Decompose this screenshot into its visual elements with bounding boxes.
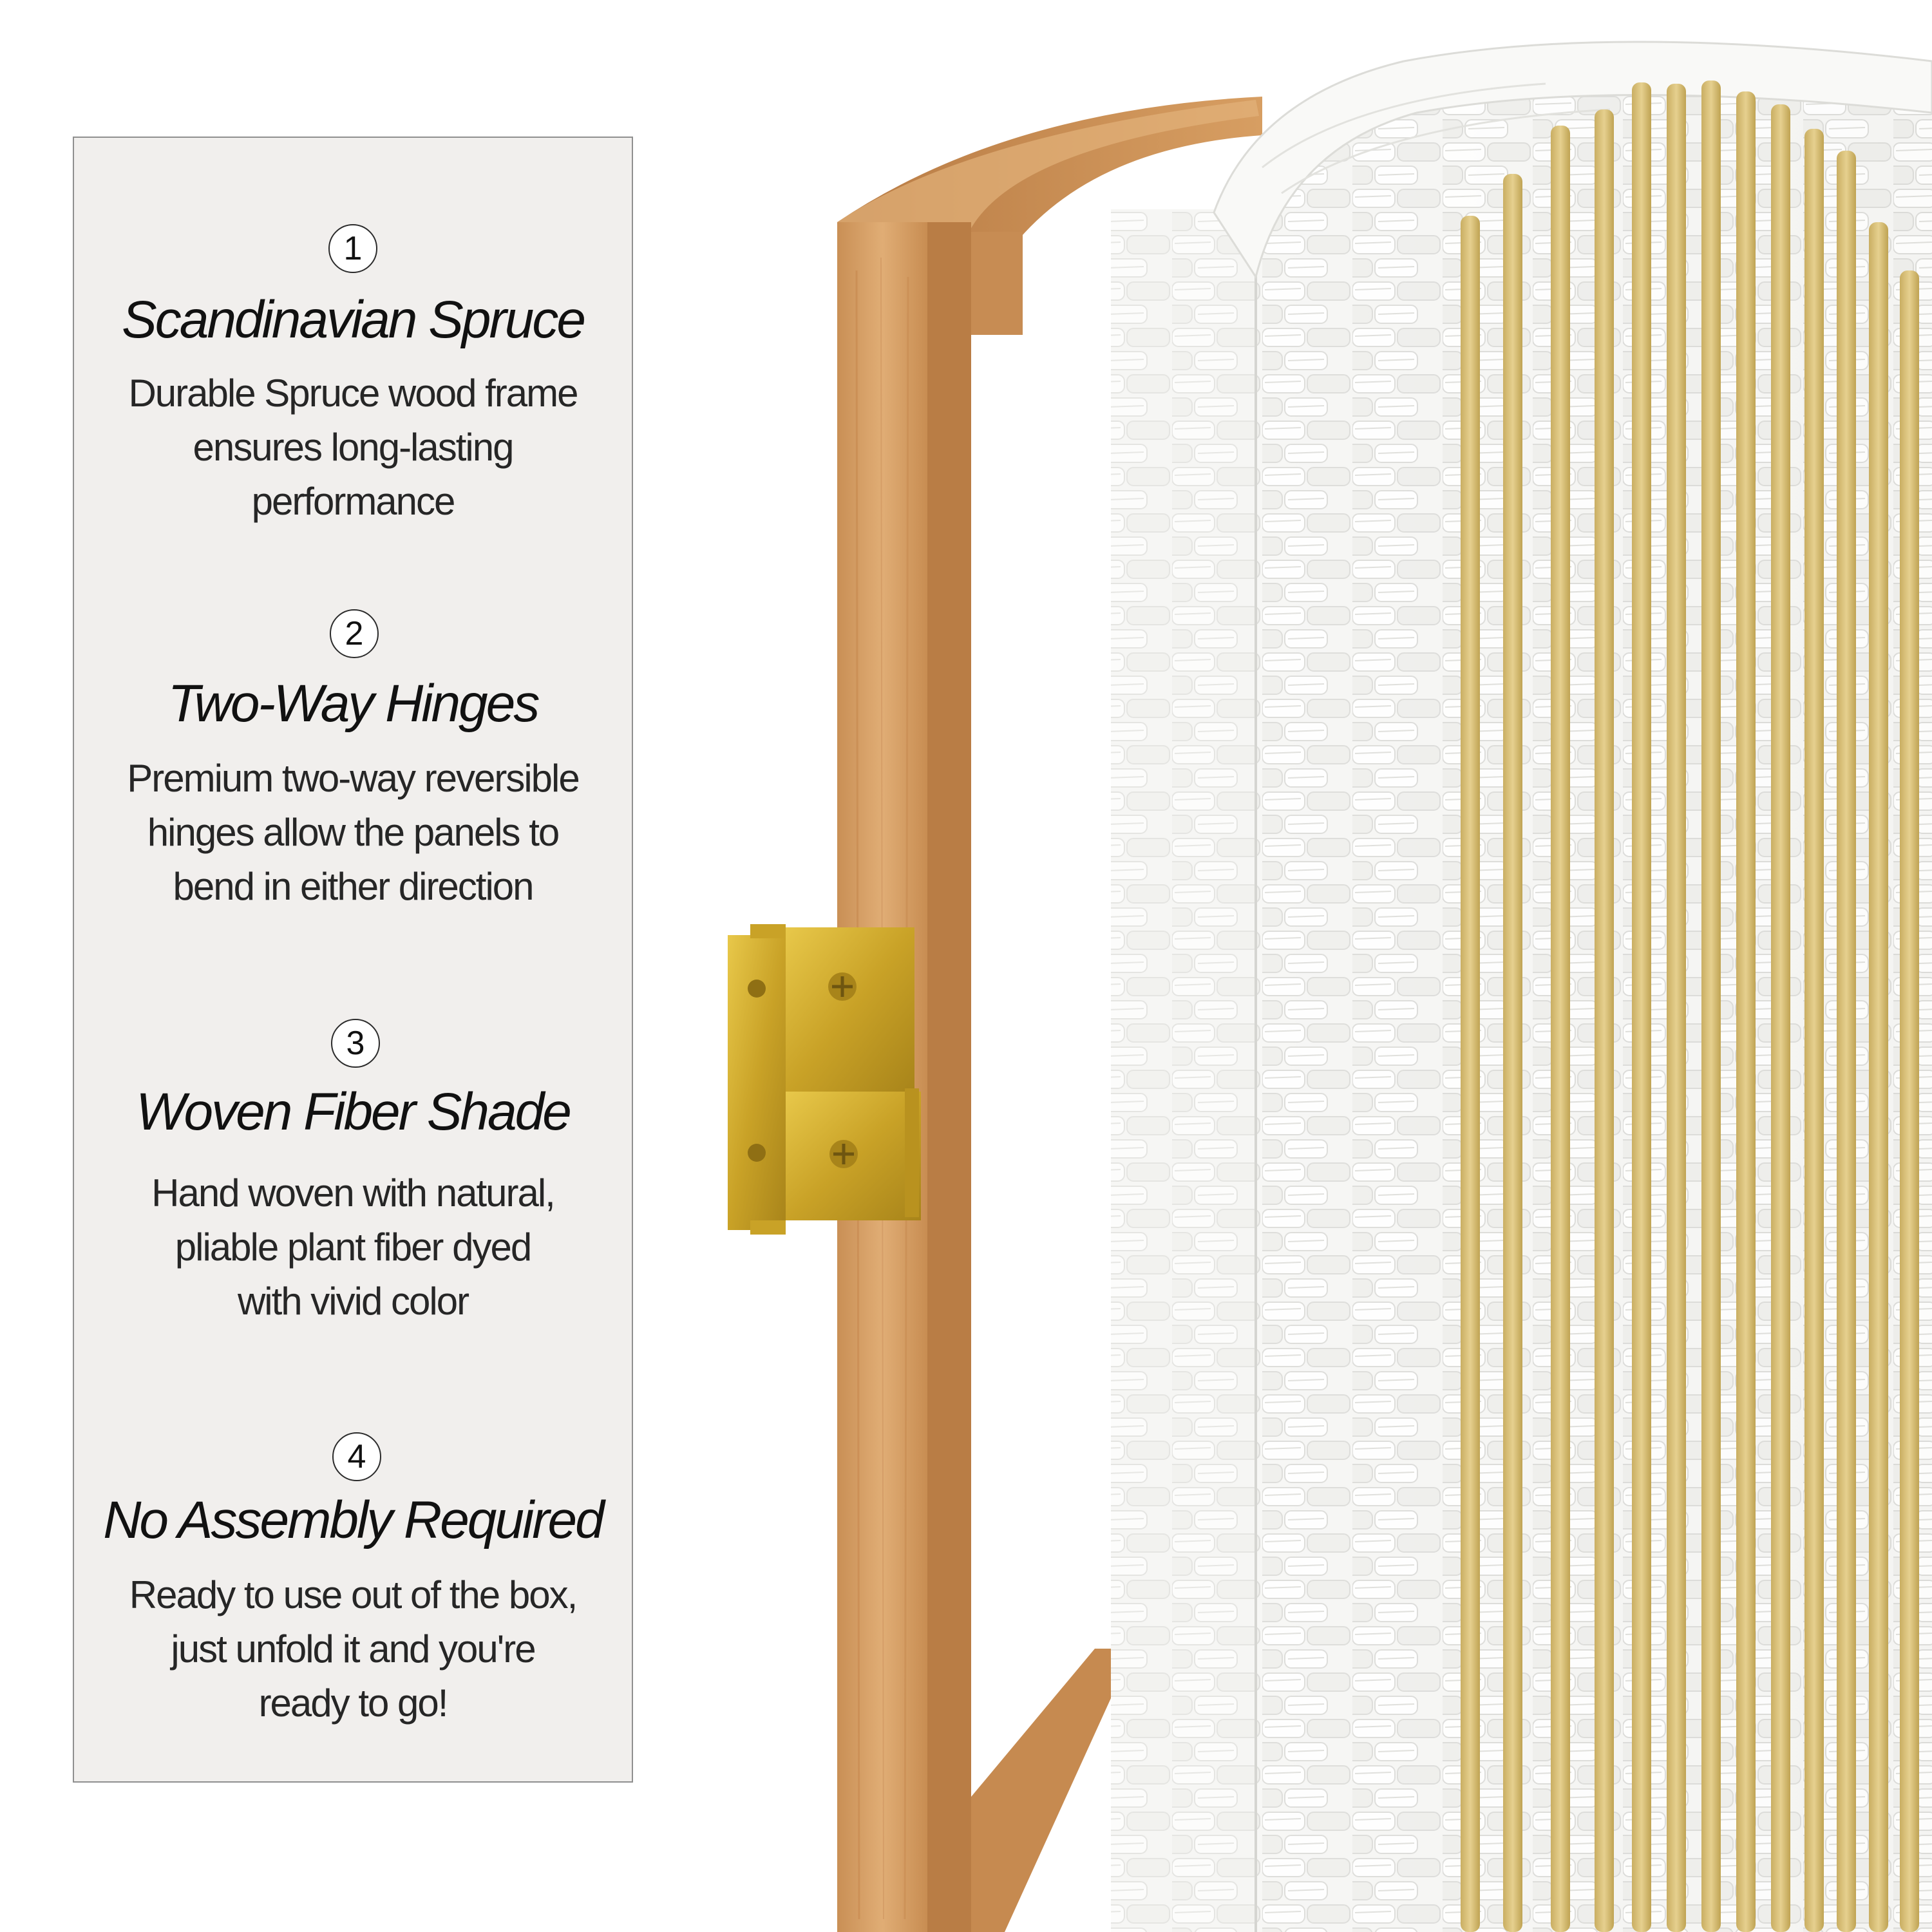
feature-title: Woven Fiber Shade <box>136 1083 572 1141</box>
feature-description-line: Hand woven with natural, <box>151 1171 556 1215</box>
feature-number-badge: 3 <box>331 1019 380 1068</box>
feature-number-badge: 4 <box>332 1432 381 1481</box>
feature-description-line: Durable Spruce wood frame <box>128 372 578 415</box>
feature-description-line: just unfold it and you're <box>171 1627 536 1671</box>
feature-description-line: ready to go! <box>258 1681 449 1725</box>
feature-description-line: Premium two-way reversible <box>127 757 580 800</box>
feature-description-line: bend in either direction <box>173 865 534 908</box>
feature-title: No Assembly Required <box>103 1491 605 1549</box>
feature-number-badge: 2 <box>330 609 379 658</box>
feature-number-badge: 1 <box>328 224 377 273</box>
feature-description-line: performance <box>251 480 456 523</box>
feature-title: Two-Way Hinges <box>167 674 540 733</box>
brass-hinge <box>728 924 921 1235</box>
feature-description-line: hinges allow the panels to <box>147 811 560 854</box>
feature-description-line: with vivid color <box>237 1280 469 1323</box>
feature-panel: 1 Scandinavian Spruce Durable Spruce woo… <box>73 137 633 1783</box>
gold-rods <box>1461 80 1919 1932</box>
product-photo <box>728 41 1932 1932</box>
feature-title: Scandinavian Spruce <box>122 290 586 349</box>
feature-description-line: ensures long-lasting <box>193 426 515 469</box>
feature-description-line: pliable plant fiber dyed <box>175 1226 532 1269</box>
feature-description-line: Ready to use out of the box, <box>129 1573 578 1616</box>
